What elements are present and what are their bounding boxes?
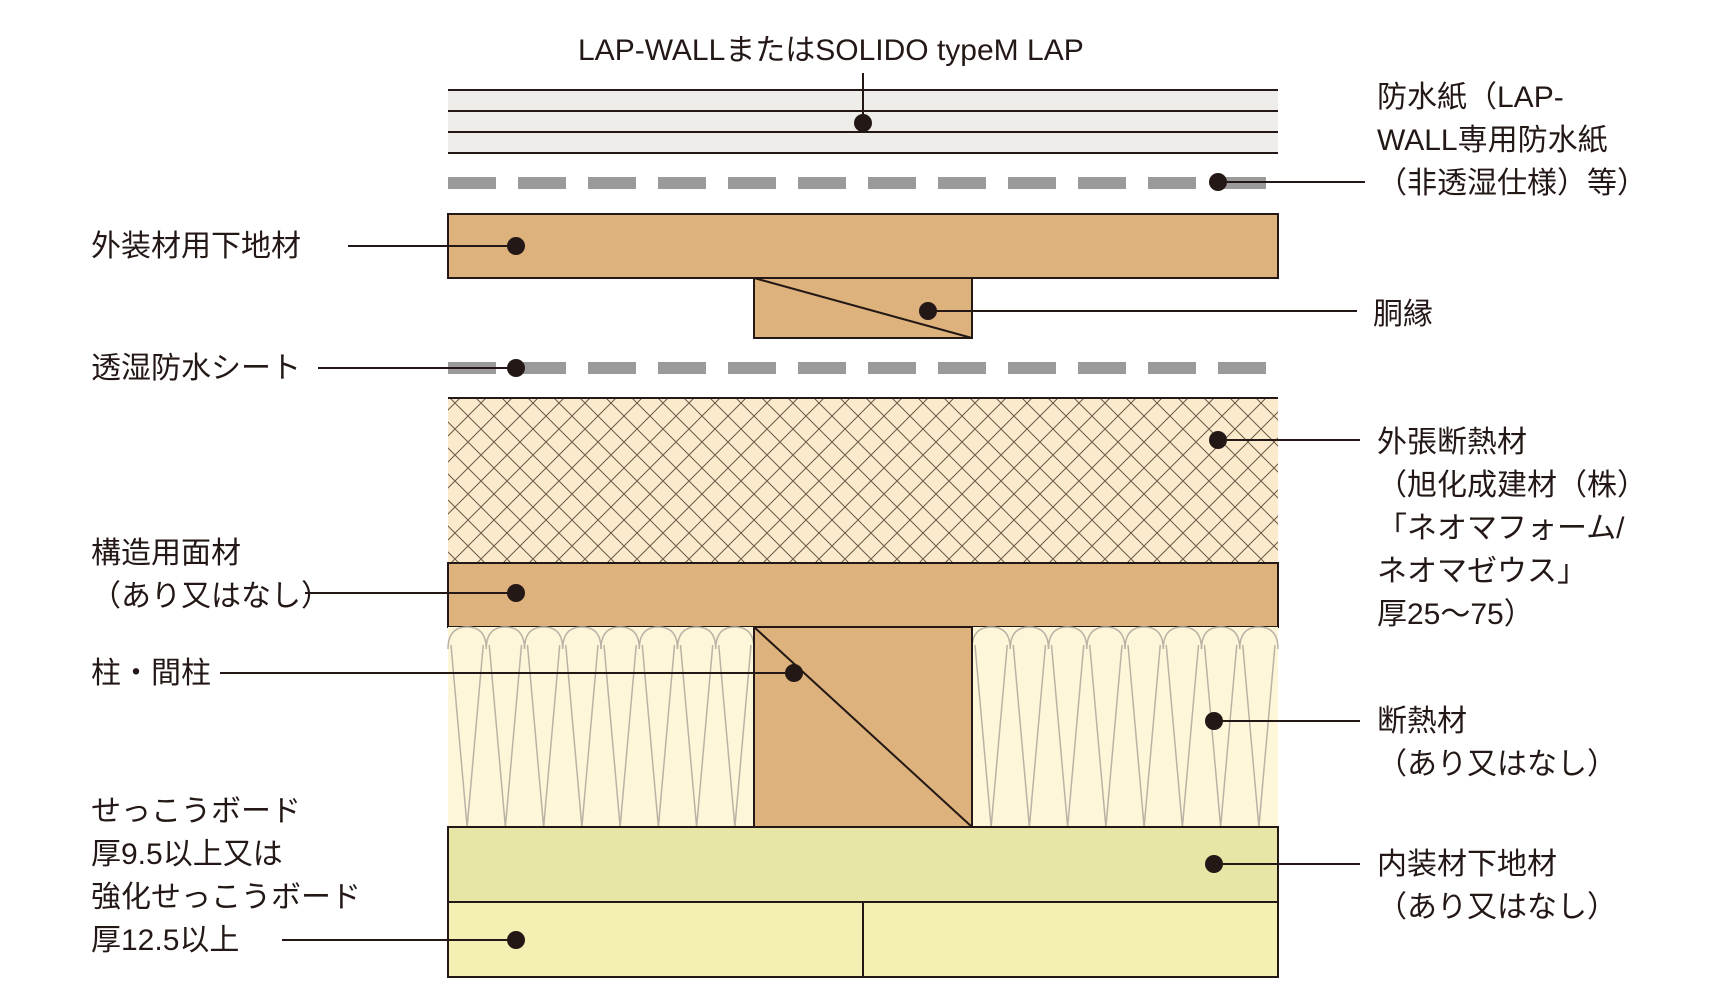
label-line: 外装材用下地材 — [91, 230, 301, 263]
label-line: 厚12.5以上 — [91, 924, 240, 957]
label-interior-furring: 内装材下地材 （あり又はなし） — [1377, 843, 1617, 929]
label-insulation: 断熱材 （あり又はなし） — [1377, 700, 1617, 786]
label-waterproof-paper: 防水紙（LAP- WALL専用防水紙 （非透湿仕様）等） — [1377, 76, 1647, 205]
label-exterior-insulation: 外張断熱材 （旭化成建材（株） 「ネオマフォーム/ ネオマゼウス」 厚25〜75… — [1377, 421, 1647, 636]
label-line: （あり又はなし） — [1377, 891, 1617, 924]
label-line: せっこうボード — [91, 795, 301, 828]
label-line: （あり又はなし） — [1377, 748, 1617, 781]
structural-panel-board — [447, 562, 1279, 628]
exterior-furring-board — [447, 213, 1279, 279]
label-line: 胴縁 — [1373, 298, 1433, 331]
label-line: ネオマゼウス」 — [1377, 555, 1587, 588]
post-block — [753, 626, 973, 828]
batten-block — [753, 277, 973, 339]
dot-structural-panel — [507, 584, 525, 602]
label-line: （非透湿仕様）等） — [1377, 167, 1647, 200]
dot-siding — [854, 114, 872, 132]
label-batten: 胴縁 — [1373, 293, 1433, 336]
label-exterior-furring: 外装材用下地材 — [91, 225, 301, 268]
insulation-right — [971, 626, 1279, 828]
label-breathable-sheet: 透湿防水シート — [91, 347, 301, 390]
gypsum-board — [447, 901, 1279, 978]
label-line: （旭化成建材（株） — [1377, 469, 1647, 502]
label-line: 断熱材 — [1377, 705, 1467, 738]
label-line: 内装材下地材 — [1377, 848, 1557, 881]
label-line: （あり又はなし） — [91, 580, 331, 613]
label-line: 透湿防水シート — [91, 352, 301, 385]
dot-post — [785, 664, 803, 682]
interior-furring-board — [447, 826, 1279, 903]
label-line: WALL専用防水紙 — [1377, 124, 1608, 157]
label-line: 外張断熱材 — [1377, 426, 1527, 459]
label-post: 柱・間柱 — [91, 652, 211, 695]
dot-insulation — [1205, 712, 1223, 730]
dot-gypsum-board — [507, 931, 525, 949]
label-line: 構造用面材 — [91, 537, 241, 570]
insulation-left — [447, 626, 755, 828]
label-line: 厚9.5以上又は — [91, 838, 283, 871]
dot-exterior-insulation — [1209, 431, 1227, 449]
label-gypsum-board: せっこうボード 厚9.5以上又は 強化せっこうボード 厚12.5以上 — [91, 790, 361, 962]
dot-exterior-furring — [507, 237, 525, 255]
dot-interior-furring — [1205, 855, 1223, 873]
label-line: 柱・間柱 — [91, 657, 211, 690]
dot-breathable-sheet — [507, 359, 525, 377]
label-line: 厚25〜75） — [1377, 598, 1534, 631]
label-siding: LAP-WALLまたはSOLIDO typeM LAP — [578, 34, 1084, 67]
dot-batten — [919, 302, 937, 320]
label-line: 防水紙（LAP- — [1377, 81, 1564, 114]
label-line: 「ネオマフォーム/ — [1377, 512, 1625, 545]
dot-waterproof-paper — [1209, 173, 1227, 191]
exterior-insulation-board — [448, 397, 1278, 563]
label-structural-panel: 構造用面材 （あり又はなし） — [91, 532, 331, 618]
label-line: 強化せっこうボード — [91, 881, 361, 914]
